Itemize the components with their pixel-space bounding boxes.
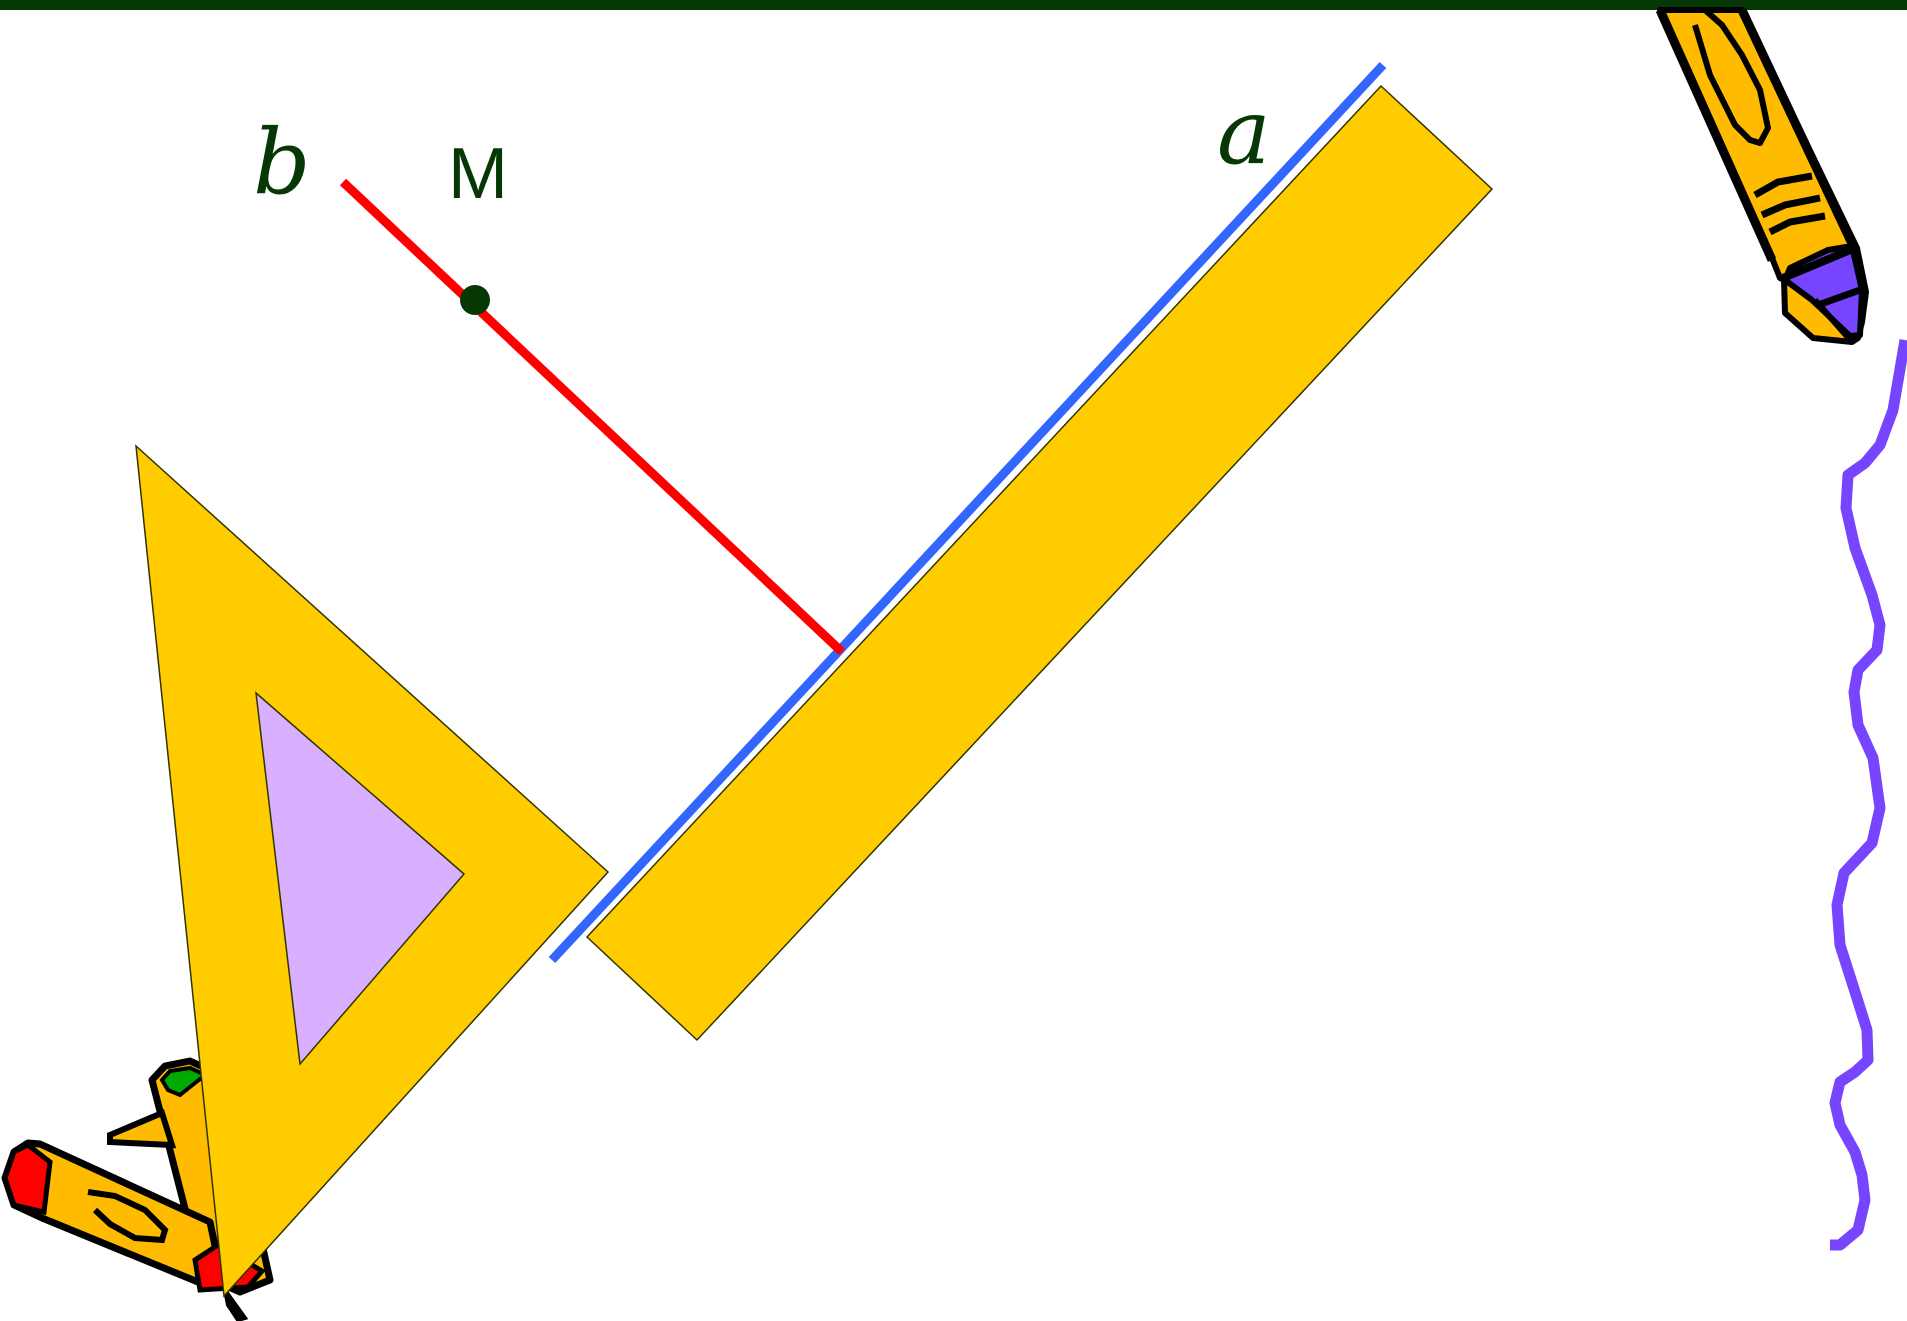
line-b <box>339 178 846 656</box>
point-m <box>460 285 490 315</box>
squiggle-line <box>1829 339 1907 1251</box>
ruler <box>585 84 1494 1042</box>
pencil-icon <box>1655 7 1869 345</box>
set-square-window <box>255 691 466 1066</box>
label-a: a <box>1217 80 1271 185</box>
top-bar <box>0 0 1907 10</box>
line-a <box>548 61 1387 964</box>
label-b: b <box>253 110 311 215</box>
label-m: M <box>448 134 508 214</box>
